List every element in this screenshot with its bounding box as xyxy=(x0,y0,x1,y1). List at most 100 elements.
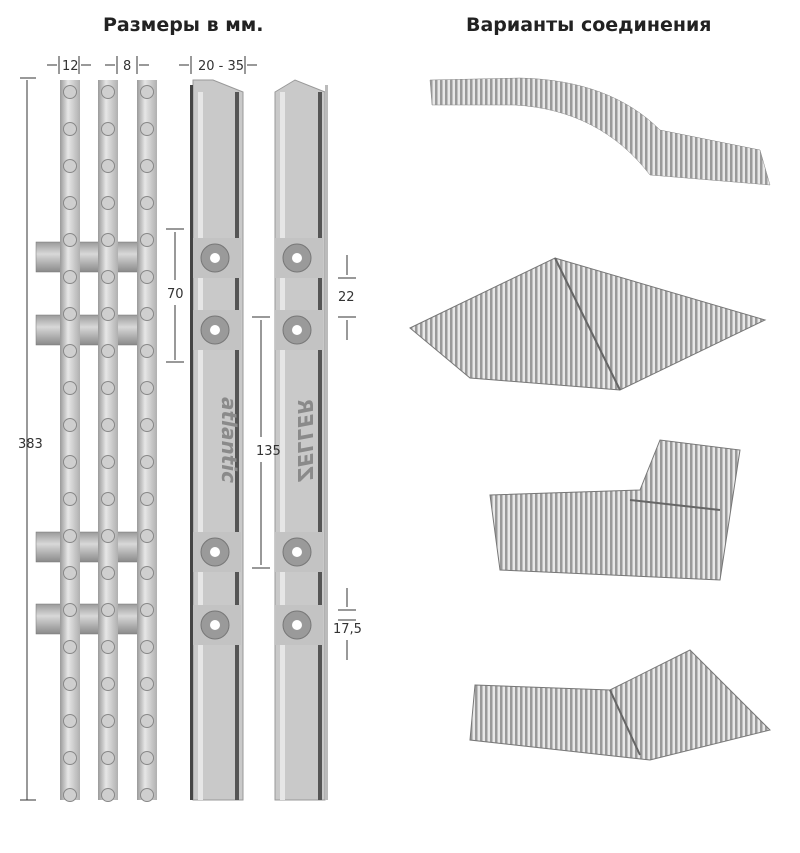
connector-hole xyxy=(210,620,220,630)
rod-stud xyxy=(101,159,115,173)
rod-stud xyxy=(63,529,77,543)
rod-stud xyxy=(101,85,115,99)
rod-stud xyxy=(63,788,77,802)
rod-stud xyxy=(101,418,115,432)
dim-total-length: 383 xyxy=(18,437,43,452)
rod-stud xyxy=(63,344,77,358)
variant-right-angle xyxy=(489,439,741,581)
rod-stud xyxy=(101,677,115,691)
profile-edge xyxy=(190,85,193,800)
rod-stud xyxy=(140,344,154,358)
rods-group xyxy=(35,80,157,802)
connection-variants-title: Варианты соединения xyxy=(466,14,712,36)
rod-stud xyxy=(63,418,77,432)
rod-stud xyxy=(63,603,77,617)
dim-profile-height: 20 - 35 xyxy=(198,59,244,74)
rod-stud xyxy=(140,270,154,284)
rod-stud xyxy=(63,492,77,506)
rod-stud xyxy=(63,196,77,210)
profiles-group xyxy=(190,79,328,801)
rod-stud xyxy=(63,85,77,99)
connector-cylinder xyxy=(35,314,147,346)
rod-stud xyxy=(140,603,154,617)
rod-stud xyxy=(140,788,154,802)
rod-stud xyxy=(140,159,154,173)
dimension-lines xyxy=(20,56,356,801)
rod xyxy=(60,80,80,800)
zeller-logo: ZELLER xyxy=(293,399,317,483)
rod-stud xyxy=(63,270,77,284)
rod-stud xyxy=(101,492,115,506)
rod-stud xyxy=(101,233,115,247)
atlantic-logo: atlantic xyxy=(217,397,241,483)
dim-rod-gap: 8 xyxy=(123,59,131,74)
rod-stud xyxy=(140,233,154,247)
variant-curved xyxy=(429,77,771,186)
profile-groove xyxy=(235,92,239,800)
rod-stud xyxy=(101,455,115,469)
rod-stud xyxy=(63,307,77,321)
rod-stud xyxy=(140,677,154,691)
rod-stud xyxy=(101,603,115,617)
rod-stud xyxy=(101,381,115,395)
rod-stud xyxy=(140,455,154,469)
dim-top-offset: 22 xyxy=(338,290,355,305)
dimensions-title: Размеры в мм. xyxy=(103,14,264,36)
profile-groove xyxy=(318,92,322,800)
rod-stud xyxy=(140,529,154,543)
rod-stud xyxy=(101,122,115,136)
rod-stud xyxy=(140,566,154,580)
rod-stud xyxy=(101,640,115,654)
rod-stud xyxy=(63,677,77,691)
rod-stud xyxy=(63,455,77,469)
rod-stud xyxy=(140,640,154,654)
rod-stud xyxy=(101,196,115,210)
rod-stud xyxy=(101,307,115,321)
rod-stud xyxy=(63,381,77,395)
profile-edge xyxy=(325,85,328,800)
rod-stud xyxy=(63,640,77,654)
variant-angled xyxy=(469,649,771,761)
connector-cylinder xyxy=(35,531,147,563)
rod-stud xyxy=(140,418,154,432)
rod-stud xyxy=(140,122,154,136)
connector-hole xyxy=(292,253,302,263)
rod-stud xyxy=(101,566,115,580)
rod-stud xyxy=(101,788,115,802)
rod-stud xyxy=(140,492,154,506)
rod-stud xyxy=(63,751,77,765)
connector-hole xyxy=(292,620,302,630)
rod-stud xyxy=(101,751,115,765)
rod-stud xyxy=(63,233,77,247)
rod-stud xyxy=(63,122,77,136)
rod-stud xyxy=(140,751,154,765)
dim-bottom-offset: 17,5 xyxy=(333,622,362,637)
connector-hole xyxy=(210,253,220,263)
connector-hole xyxy=(210,547,220,557)
rod-stud xyxy=(63,159,77,173)
rod-stud xyxy=(140,85,154,99)
rod xyxy=(137,80,157,800)
rod-stud xyxy=(63,566,77,580)
rod xyxy=(98,80,118,800)
dim-rod-spacing: 12 xyxy=(62,59,79,74)
rod-stud xyxy=(140,381,154,395)
rod-stud xyxy=(101,529,115,543)
rod-stud xyxy=(101,714,115,728)
rod-stud xyxy=(63,714,77,728)
connector-hole xyxy=(210,325,220,335)
connector-hole xyxy=(292,325,302,335)
rod-stud xyxy=(101,270,115,284)
connector-cylinder xyxy=(35,241,147,273)
connector-hole xyxy=(292,547,302,557)
rod-stud xyxy=(101,344,115,358)
variant-straight-corner xyxy=(409,257,767,391)
profile-highlight xyxy=(198,92,203,800)
rod-stud xyxy=(140,714,154,728)
connector-cylinder xyxy=(35,603,147,635)
profile-highlight xyxy=(280,92,285,800)
rod-stud xyxy=(140,196,154,210)
rod-stud xyxy=(140,307,154,321)
dim-connector-pitch: 70 xyxy=(167,287,184,302)
